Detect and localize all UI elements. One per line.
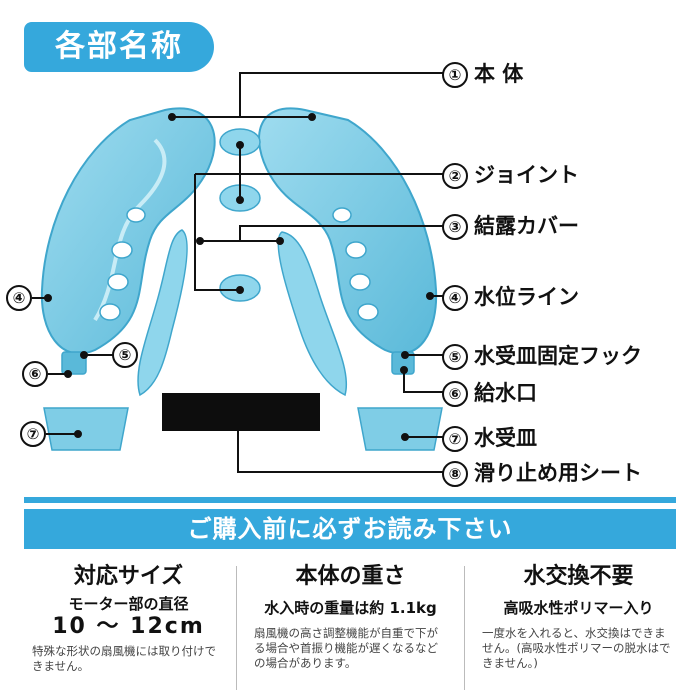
- leader-2b: [194, 174, 240, 291]
- info-weight: 本体の重さ 水入時の重量は約 1.1kg 扇風機の高さ調整機能が自重で下がる場合…: [248, 562, 453, 671]
- right-hole: [357, 303, 379, 321]
- left-mark-5: ⑤: [112, 342, 138, 368]
- right-hole: [332, 207, 352, 223]
- info-water-sub: 高吸水性ポリマー入り: [503, 599, 654, 617]
- column-separator: [236, 566, 237, 690]
- notice-banner: ご購入前に必ずお読み下さい: [24, 509, 676, 549]
- left-mark-4: ④: [6, 285, 32, 311]
- leader-8: [237, 431, 448, 473]
- left-tray: [43, 407, 129, 451]
- left-cover: [137, 229, 188, 397]
- info-size-value: 10 〜 12cm: [52, 614, 205, 639]
- info-water-title: 水交換不要: [523, 564, 634, 589]
- left-inlet: [61, 351, 87, 375]
- info-size-note: 特殊な形状の扇風機には取り付けできません。: [32, 644, 216, 673]
- info-size: 対応サイズ モーター部の直径 10 〜 12cm 特殊な形状の扇風機には取り付け…: [26, 562, 231, 674]
- anti-slip-sheet: [162, 393, 320, 431]
- section-title: 各部名称: [24, 22, 214, 72]
- left-hole: [111, 241, 133, 259]
- info-water-note: 一度水を入れると、水交換はできません。(高吸水性ポリマーの脱水はできません。): [482, 626, 671, 670]
- right-body: [258, 107, 438, 355]
- right-hole: [345, 241, 367, 259]
- info-weight-note: 扇風機の高さ調整機能が自重で下がる場合や首振り機能が遅くなるなどの場合があります…: [254, 626, 438, 670]
- info-weight-title: 本体の重さ: [295, 564, 406, 589]
- left-body: [40, 107, 216, 355]
- left-hole: [99, 303, 121, 321]
- left-hole: [107, 273, 129, 291]
- column-separator: [464, 566, 465, 690]
- leader-1: [172, 72, 448, 118]
- right-cover: [277, 231, 347, 397]
- leader-3: [200, 225, 448, 242]
- right-tray: [357, 407, 443, 451]
- info-size-title: 対応サイズ: [73, 564, 184, 589]
- info-water: 水交換不要 高吸水性ポリマー入り 一度水を入れると、水交換はできません。(高吸水…: [476, 562, 681, 671]
- right-hole: [349, 273, 371, 291]
- left-hole: [126, 207, 146, 223]
- left-mark-7: ⑦: [20, 421, 46, 447]
- divider: [24, 497, 676, 503]
- info-size-sub: モーター部の直径: [68, 595, 189, 613]
- info-weight-sub: 水入時の重量は約 1.1kg: [264, 599, 437, 617]
- leader-6: [403, 370, 448, 393]
- left-mark-6: ⑥: [22, 361, 48, 387]
